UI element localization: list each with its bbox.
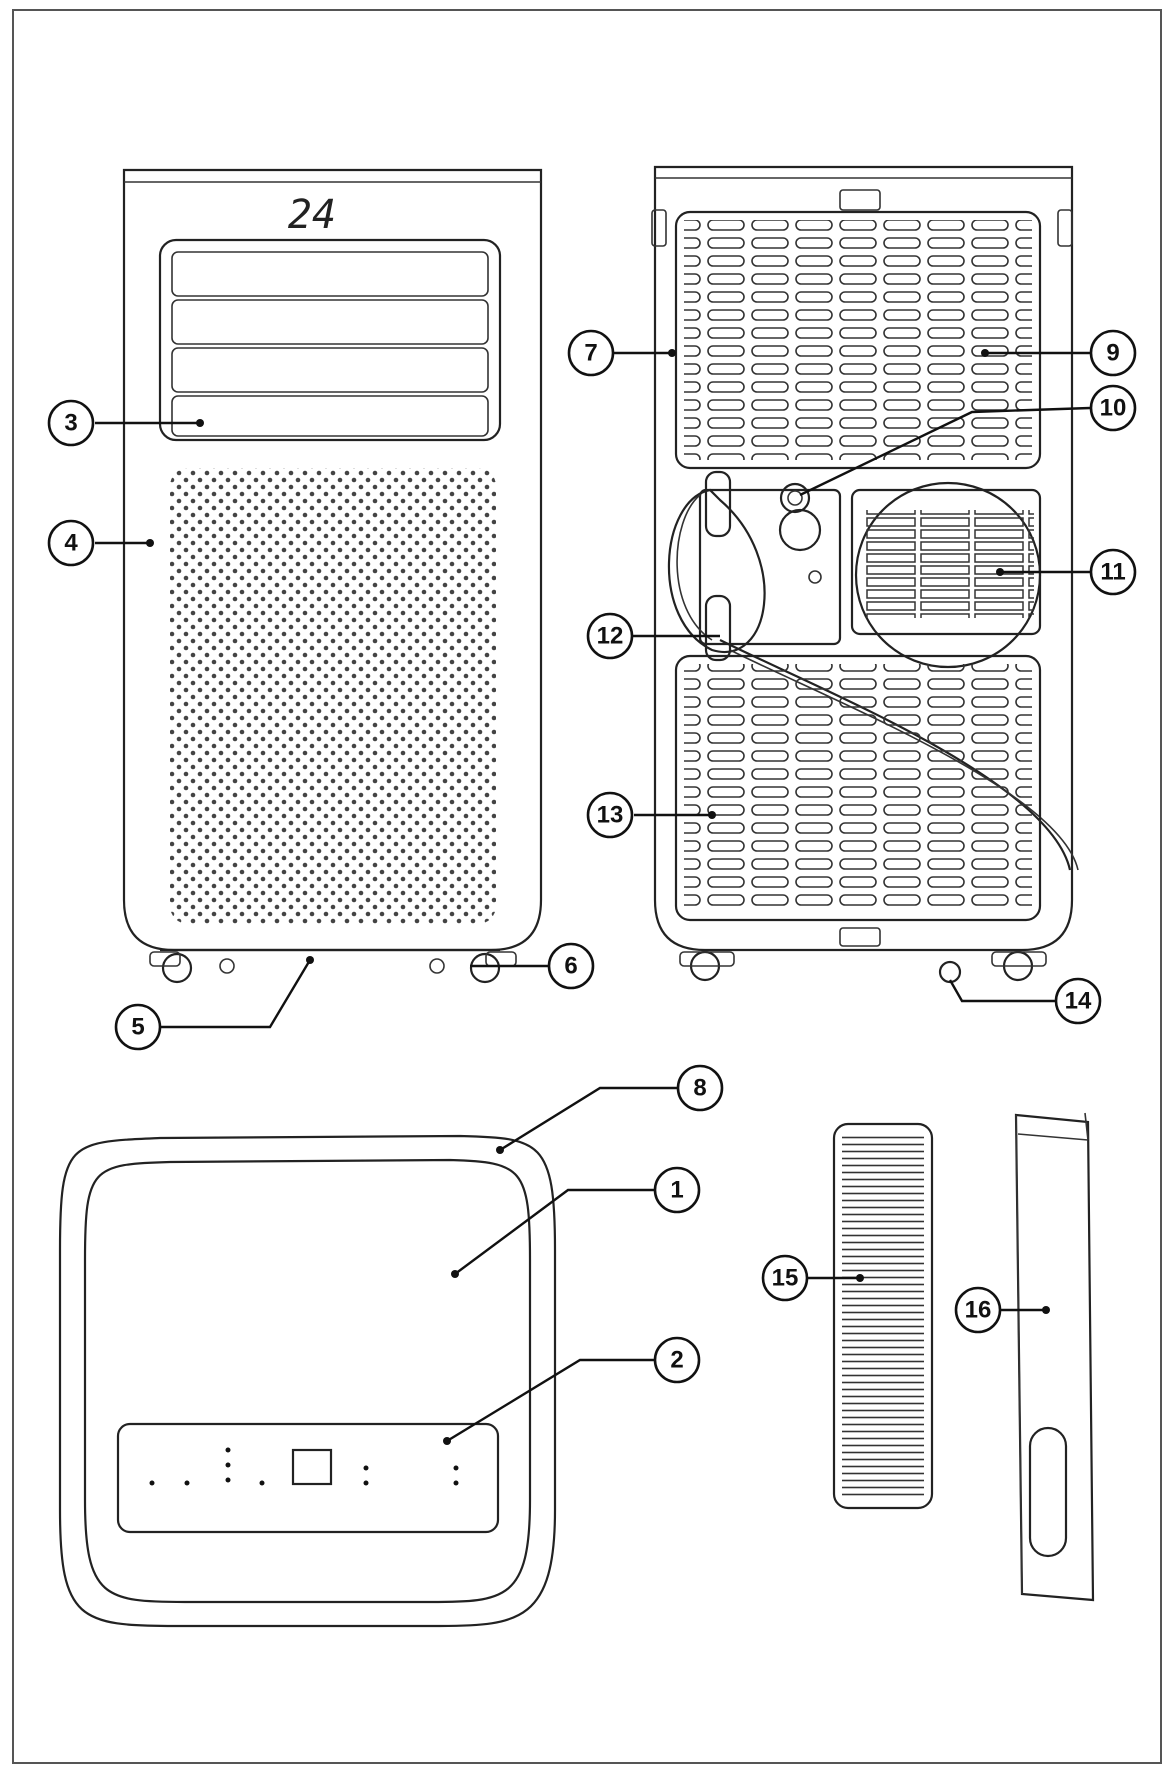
control-panel-indicators bbox=[149, 1447, 459, 1486]
lower-rear-grille bbox=[674, 654, 1042, 922]
panel-display-window bbox=[291, 1448, 333, 1486]
top-outer-housing bbox=[58, 1134, 557, 1628]
back-view bbox=[651, 165, 1079, 984]
callout-6: 6 bbox=[547, 942, 595, 990]
callout-4: 4 bbox=[47, 519, 95, 567]
window-kit-slider bbox=[1014, 1112, 1095, 1602]
leader-lines bbox=[95, 351, 1092, 1443]
callout-16: 16 bbox=[954, 1286, 1002, 1334]
callout-7-label: 7 bbox=[584, 340, 597, 367]
callout-3: 3 bbox=[47, 399, 95, 447]
callout-14-label: 14 bbox=[1065, 988, 1092, 1015]
callout-9-label: 9 bbox=[1106, 340, 1119, 367]
drain-plate bbox=[698, 488, 842, 646]
callout-1: 1 bbox=[653, 1166, 701, 1214]
leader-endpoints bbox=[146, 349, 1050, 1445]
page-border bbox=[12, 9, 1162, 1764]
callout-12: 12 bbox=[586, 612, 634, 660]
window-slider-hole bbox=[1028, 1426, 1068, 1558]
plug-socket bbox=[778, 508, 822, 552]
callout-12-label: 12 bbox=[597, 623, 624, 650]
callout-11: 11 bbox=[1089, 548, 1137, 596]
window-slider-body bbox=[1014, 1113, 1095, 1602]
control-panel bbox=[116, 1422, 500, 1534]
air-filter-frame bbox=[832, 1122, 934, 1510]
bottom-drain-outlet bbox=[938, 960, 962, 984]
callout-14: 14 bbox=[1054, 977, 1102, 1025]
callout-8: 8 bbox=[676, 1064, 724, 1112]
callout-6-label: 6 bbox=[564, 953, 577, 980]
front-wheels bbox=[149, 951, 517, 984]
callout-4-label: 4 bbox=[64, 530, 78, 557]
front-view: 24 bbox=[122, 168, 543, 984]
callout-11-label: 11 bbox=[1100, 559, 1125, 586]
front-air-inlet-grille bbox=[170, 468, 496, 924]
callout-15: 15 bbox=[761, 1254, 809, 1302]
top-view bbox=[58, 1134, 557, 1628]
rear-wheels bbox=[679, 950, 1047, 984]
callout-16-label: 16 bbox=[965, 1297, 992, 1324]
rear-housing bbox=[653, 165, 1074, 952]
callout-5-label: 5 bbox=[131, 1014, 144, 1041]
callout-3-label: 3 bbox=[64, 410, 77, 437]
callout-10-label: 10 bbox=[1100, 395, 1127, 422]
callout-7: 7 bbox=[567, 329, 615, 377]
callout-13-label: 13 bbox=[597, 802, 624, 829]
top-cover bbox=[83, 1158, 532, 1604]
callout-15-label: 15 bbox=[772, 1265, 799, 1292]
callout-8-label: 8 bbox=[693, 1075, 706, 1102]
callout-13: 13 bbox=[586, 791, 634, 839]
callout-2: 2 bbox=[653, 1336, 701, 1384]
temperature-display: 24 bbox=[288, 192, 336, 238]
callout-10: 10 bbox=[1089, 384, 1137, 432]
callout-9: 9 bbox=[1089, 329, 1137, 377]
callout-2-label: 2 bbox=[670, 1347, 683, 1374]
callout-1-label: 1 bbox=[670, 1177, 683, 1204]
air-filter bbox=[832, 1122, 934, 1510]
callout-5: 5 bbox=[114, 1003, 162, 1051]
air-outlet-louvers bbox=[158, 238, 502, 442]
drain-outlet-upper bbox=[779, 482, 811, 514]
